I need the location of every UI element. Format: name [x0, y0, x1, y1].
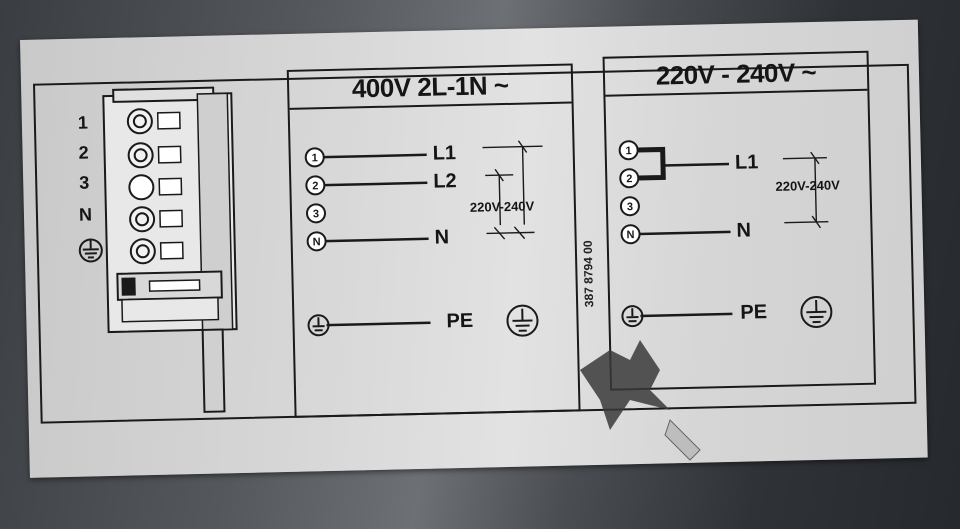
- pe-ground-icon-230v: [621, 305, 644, 328]
- terminal-label-2-400v: 2: [312, 180, 318, 192]
- terminal-label-n-230v: N: [626, 229, 634, 241]
- terminal-label-3-230v: 3: [627, 201, 633, 213]
- ground-symbol-400v: [506, 304, 539, 337]
- terminal-label-3-400v: 3: [313, 208, 319, 220]
- ground-icon: [78, 238, 103, 263]
- voltage-note-230v: 220V-240V: [775, 177, 841, 194]
- terminal-label-1-400v: 1: [312, 152, 318, 164]
- terminal-label-n-400v: N: [313, 236, 321, 248]
- terminal-block-diagram: 1 2 3 N: [20, 20, 918, 413]
- terminal-label-1-230v: 1: [625, 145, 631, 157]
- wiring-label-sticker: 1 2 3 N 400V 2L-1N ~: [20, 19, 928, 478]
- pe-ground-icon-400v: [307, 314, 330, 337]
- panel-400v-diagram: L1 L2 N PE 220V-240V 1 2 3 N: [20, 20, 918, 337]
- ground-symbol-230v: [800, 296, 833, 329]
- panel-230v-diagram: 1 2 3 N L1 N PE 220V-240V: [20, 20, 918, 329]
- line-label-l1-230v: L1: [734, 151, 759, 174]
- pe-label-230v: PE: [740, 301, 768, 324]
- terminal-label-2-230v: 2: [626, 173, 632, 185]
- line-label-n-230v: N: [736, 219, 752, 242]
- torn-label-mark: [580, 340, 701, 461]
